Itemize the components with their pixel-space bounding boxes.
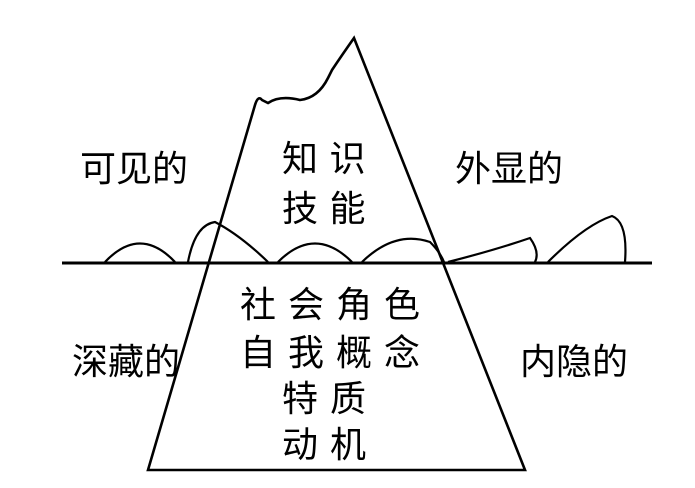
wave-4 <box>361 237 446 263</box>
iceberg-outline <box>146 35 527 472</box>
wave-2 <box>186 220 269 263</box>
tip-item-knowledge: 知 识 <box>282 139 366 180</box>
base-item-self-concept: 自我概念 <box>240 333 433 374</box>
wave-3 <box>277 242 353 263</box>
label-visible: 可见的 <box>80 149 189 190</box>
wave-1 <box>104 242 176 263</box>
wave-6 <box>547 214 627 263</box>
wave-5 <box>447 236 538 264</box>
label-implicit: 内隐的 <box>520 342 629 383</box>
label-explicit: 外显的 <box>455 149 564 190</box>
base-item-traits: 特质 <box>281 379 378 420</box>
base-item-motivation: 动机 <box>281 425 378 466</box>
tip-item-skills: 技 能 <box>282 189 366 230</box>
label-hidden-deep: 深藏的 <box>72 342 181 383</box>
base-item-social-role: 社会角色 <box>240 285 433 326</box>
